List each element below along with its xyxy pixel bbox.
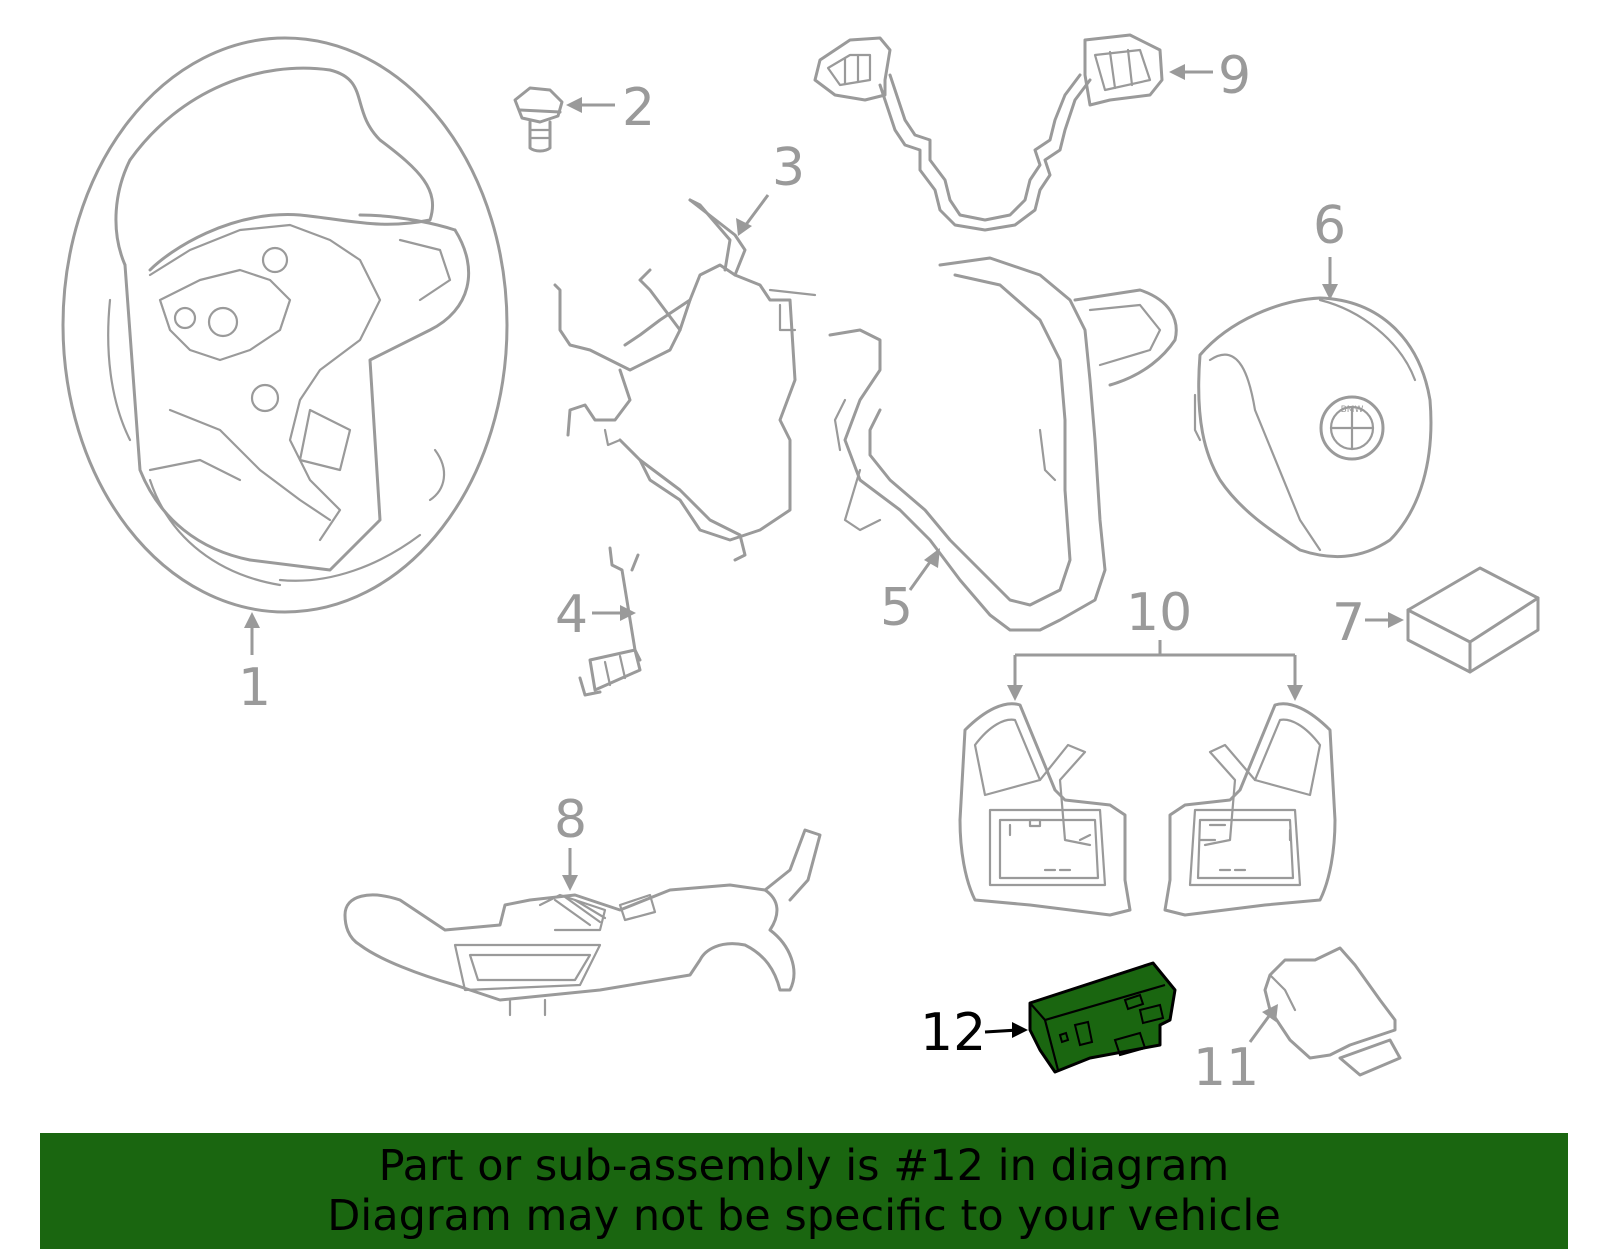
callout-2: 2 bbox=[622, 78, 655, 138]
part-9-switch-cable[interactable] bbox=[813, 33, 1164, 232]
callout-6: 6 bbox=[1313, 196, 1346, 256]
part-3-wiring-harness[interactable] bbox=[553, 198, 817, 562]
callout-8: 8 bbox=[554, 790, 587, 850]
banner-line-2: Diagram may not be specific to your vehi… bbox=[327, 1191, 1281, 1241]
callout-7: 7 bbox=[1332, 593, 1365, 653]
notice-banner: Part or sub-assembly is #12 in diagram D… bbox=[40, 1133, 1568, 1249]
banner-line-1: Part or sub-assembly is #12 in diagram bbox=[378, 1141, 1230, 1191]
callout-10: 10 bbox=[1126, 583, 1192, 643]
part-5-trim-cover[interactable] bbox=[828, 256, 1178, 632]
part-7-module-box[interactable] bbox=[1406, 566, 1540, 674]
part-10-switch-pair[interactable] bbox=[958, 702, 1337, 917]
part-11-bracket[interactable] bbox=[1263, 946, 1402, 1077]
callout-arrows bbox=[244, 64, 1404, 1043]
callout-1: 1 bbox=[238, 658, 271, 718]
callout-9: 9 bbox=[1218, 46, 1251, 106]
callout-12: 12 bbox=[920, 1003, 986, 1063]
part-6-airbag[interactable] bbox=[1193, 296, 1433, 559]
part-4-sensor[interactable] bbox=[578, 546, 642, 697]
part-2-bolt[interactable] bbox=[513, 86, 564, 153]
part-12-control-module[interactable] bbox=[1028, 961, 1177, 1074]
part-8-switch-carrier[interactable] bbox=[343, 828, 822, 1017]
callout-4: 4 bbox=[555, 585, 588, 645]
part-1-steering-wheel[interactable] bbox=[61, 36, 509, 614]
bmw-logo-text: BMW bbox=[1341, 405, 1364, 415]
callout-5: 5 bbox=[880, 578, 913, 638]
callout-11: 11 bbox=[1193, 1038, 1259, 1098]
callout-3: 3 bbox=[772, 138, 805, 198]
callout-labels: 1 2 3 4 5 6 7 8 9 10 11 12 BMW bbox=[238, 46, 1365, 1098]
